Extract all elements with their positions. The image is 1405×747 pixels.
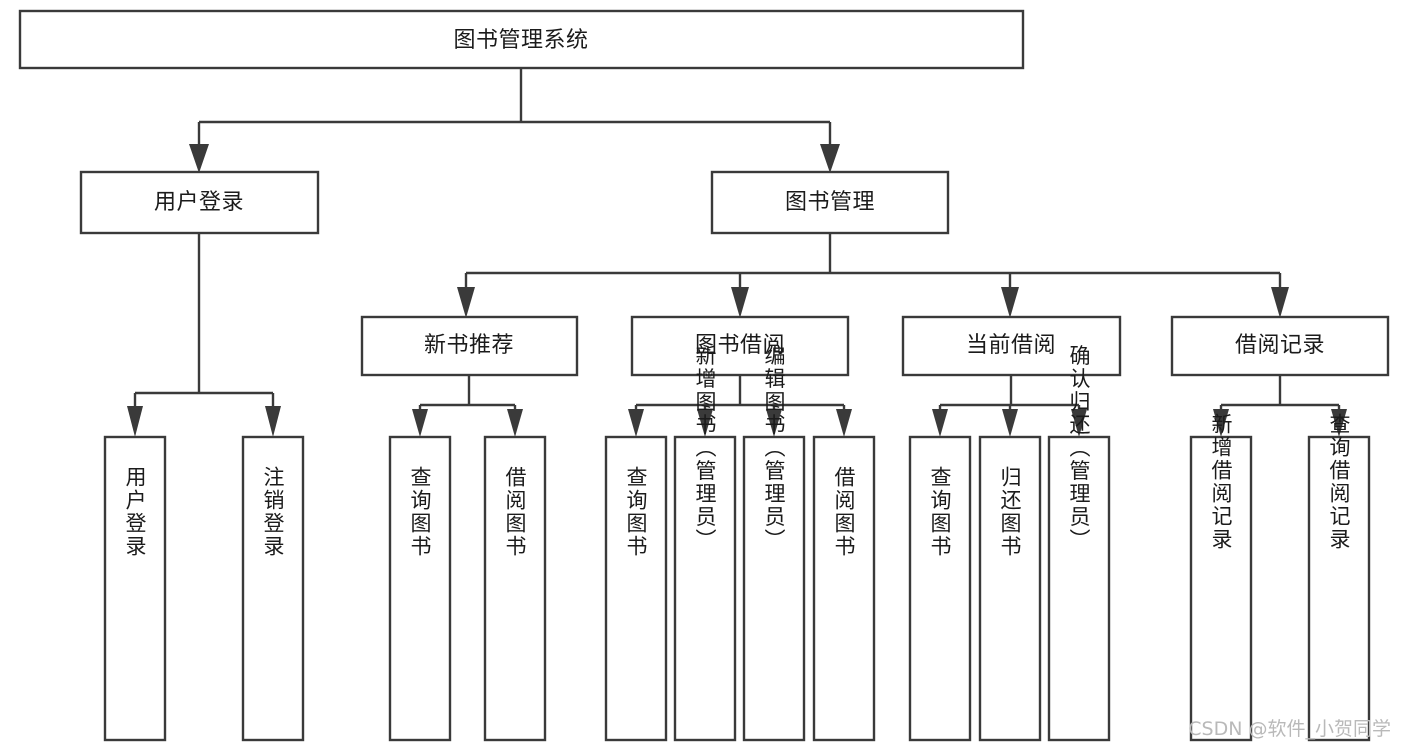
connector-group-root-to-level2	[189, 68, 840, 173]
node-leaf-user-login-label: 用户登录	[123, 466, 147, 558]
node-user-login-box[interactable]	[79, 170, 320, 235]
connector-group-user-login-to-leaves	[127, 233, 281, 437]
arrow-head-leaf-user-login	[127, 406, 143, 437]
node-leaf-edit-book[interactable]: 编辑图书（管理员）	[742, 345, 806, 742]
node-leaf-edit-book-box[interactable]	[742, 435, 806, 742]
node-leaf-add-book-box[interactable]	[673, 435, 737, 742]
node-user-login-label: 用户登录	[154, 190, 244, 215]
node-root[interactable]: 图书管理系统	[18, 9, 1025, 70]
node-current-borrow-label: 当前借阅	[966, 333, 1056, 358]
node-leaf-logout-login-label: 注销登录	[261, 466, 285, 558]
arrow-head-leaf-query-book-1	[412, 409, 428, 437]
node-user-login[interactable]: 用户登录	[79, 170, 320, 235]
node-new-book-recommend-box[interactable]	[360, 315, 579, 377]
node-leaf-confirm-return[interactable]: 确认归还（管理员）	[1047, 345, 1111, 742]
arrow-head-borrow-record	[1271, 287, 1289, 318]
connector-group-book-management-to-level3	[457, 233, 1289, 318]
connector-group-borrow-record-to-leaves	[1213, 375, 1347, 437]
node-leaf-edit-book-label: 编辑图书（管理员）	[762, 345, 786, 552]
arrow-head-leaf-return-book	[1002, 409, 1018, 437]
node-leaf-query-book-2[interactable]: 查询图书	[604, 435, 668, 742]
arrow-head-leaf-query-book-3	[932, 409, 948, 437]
node-leaf-query-book-2-label: 查询图书	[624, 466, 648, 558]
arrow-head-current-borrow	[1001, 287, 1019, 318]
node-root-box[interactable]	[18, 9, 1025, 70]
node-leaf-user-login-box[interactable]	[103, 435, 167, 742]
node-leaf-borrow-book-2-label: 借阅图书	[832, 466, 856, 558]
node-leaf-return-book-box[interactable]	[978, 435, 1042, 742]
node-leaf-add-record-label: 新增借阅记录	[1209, 413, 1233, 551]
node-leaf-query-record-label: 查询借阅记录	[1327, 413, 1351, 551]
arrow-head-new-book-recommend	[457, 287, 475, 318]
arrow-head-leaf-add-book	[697, 409, 713, 437]
node-leaf-query-book-3[interactable]: 查询图书	[908, 435, 972, 742]
node-leaf-return-book[interactable]: 归还图书	[978, 435, 1042, 742]
node-leaf-query-record[interactable]: 查询借阅记录	[1307, 413, 1371, 742]
node-root-label: 图书管理系统	[453, 28, 588, 53]
node-leaf-borrow-book-1-label: 借阅图书	[503, 466, 527, 558]
node-leaf-borrow-book-1[interactable]: 借阅图书	[483, 435, 547, 742]
node-new-book-recommend-label: 新书推荐	[424, 333, 514, 358]
connector-group-new-book-recommend-to-leaves	[412, 375, 523, 437]
node-leaf-confirm-return-box[interactable]	[1047, 435, 1111, 742]
node-new-book-recommend[interactable]: 新书推荐	[360, 315, 579, 377]
node-leaf-logout-login-box[interactable]	[241, 435, 305, 742]
node-borrow-record-label: 借阅记录	[1235, 333, 1325, 358]
arrow-head-book-borrow	[731, 287, 749, 318]
arrow-head-leaf-logout-login	[265, 406, 281, 437]
node-leaf-borrow-book-1-box[interactable]	[483, 435, 547, 742]
node-leaf-return-book-label: 归还图书	[998, 466, 1022, 558]
node-leaf-query-book-3-label: 查询图书	[928, 466, 952, 558]
node-book-borrow-label: 图书借阅	[695, 333, 785, 358]
node-borrow-record-box[interactable]	[1170, 315, 1390, 377]
arrow-head-leaf-borrow-book-1	[507, 409, 523, 437]
node-leaf-add-book-label: 新增图书（管理员）	[693, 345, 717, 552]
arrow-head-leaf-edit-book	[766, 409, 782, 437]
arrow-head-leaf-confirm-return	[1071, 409, 1087, 437]
node-leaf-logout-login[interactable]: 注销登录	[241, 435, 305, 742]
arrow-head-user-login	[189, 144, 209, 173]
node-leaf-query-book-1[interactable]: 查询图书	[388, 435, 452, 742]
node-book-borrow[interactable]: 图书借阅	[630, 315, 850, 377]
node-leaf-query-book-1-box[interactable]	[388, 435, 452, 742]
node-book-management[interactable]: 图书管理	[710, 170, 950, 235]
node-leaf-confirm-return-label: 确认归还（管理员）	[1067, 345, 1091, 552]
node-leaf-add-record-box[interactable]	[1189, 435, 1253, 742]
arrow-head-leaf-query-record	[1331, 409, 1347, 437]
node-leaf-add-record[interactable]: 新增借阅记录	[1189, 413, 1253, 742]
node-leaf-add-book[interactable]: 新增图书（管理员）	[673, 345, 737, 742]
arrow-head-leaf-borrow-book-2	[836, 409, 852, 437]
node-current-borrow[interactable]: 当前借阅	[901, 315, 1122, 377]
connector-group-book-borrow-to-leaves	[628, 375, 852, 437]
arrow-head-book-management	[820, 144, 840, 173]
node-book-management-box[interactable]	[710, 170, 950, 235]
node-leaf-borrow-book-2-box[interactable]	[812, 435, 876, 742]
node-book-management-label: 图书管理	[785, 190, 875, 215]
connector-group-current-borrow-to-leaves	[932, 375, 1087, 437]
node-leaf-query-book-2-box[interactable]	[604, 435, 668, 742]
arrow-head-leaf-query-book-2	[628, 409, 644, 437]
node-leaf-user-login[interactable]: 用户登录	[103, 435, 167, 742]
node-borrow-record[interactable]: 借阅记录	[1170, 315, 1390, 377]
node-leaf-query-book-1-label: 查询图书	[408, 466, 432, 558]
node-leaf-borrow-book-2[interactable]: 借阅图书	[812, 435, 876, 742]
arrow-head-leaf-add-record	[1213, 409, 1229, 437]
node-leaf-query-record-box[interactable]	[1307, 435, 1371, 742]
node-book-borrow-box[interactable]	[630, 315, 850, 377]
node-current-borrow-box[interactable]	[901, 315, 1122, 377]
node-leaf-query-book-3-box[interactable]	[908, 435, 972, 742]
